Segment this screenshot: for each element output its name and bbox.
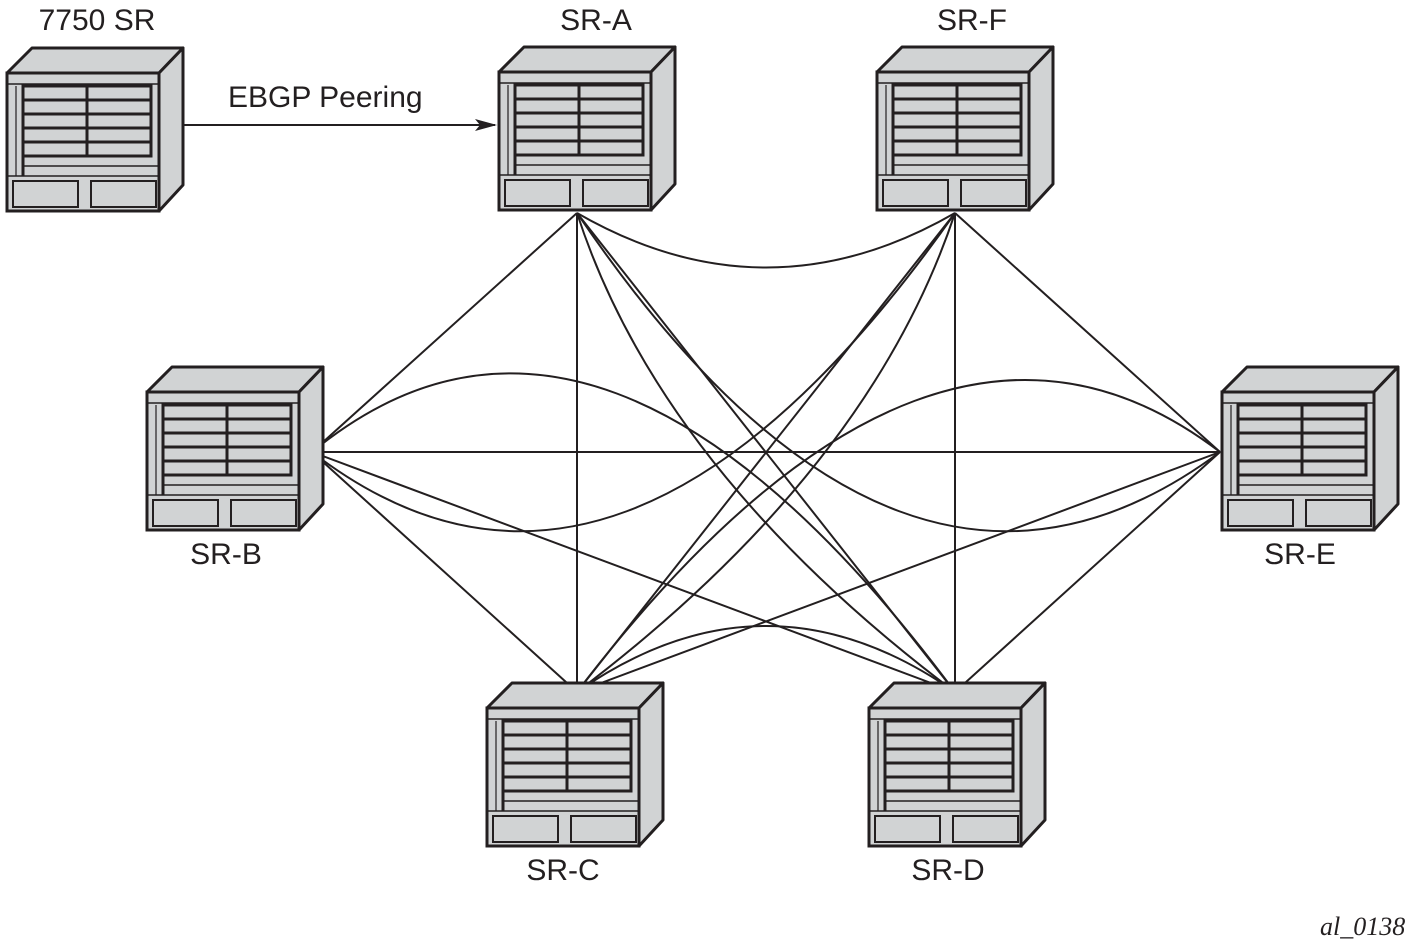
label-7750-sr: 7750 SR [38,4,156,37]
label-sr-c: SR-C [526,854,600,887]
label-sr-b: SR-B [190,538,262,571]
router-icon-f [875,45,1055,212]
router-icon-c [485,681,665,848]
link-e-a [576,212,1221,533]
router-icon-b [145,365,325,532]
link-e-c [576,451,1221,693]
link-f-e [954,212,1221,453]
label-sr-f: SR-F [937,4,1007,37]
label-sr-d: SR-D [911,854,985,887]
label-sr-a: SR-A [560,4,632,37]
link-e-d [954,451,1221,693]
link-f-c [576,212,956,693]
link-b-d [311,451,956,693]
label-sr-e: SR-E [1264,538,1336,571]
ebgp-peering-label: EBGP Peering [228,81,423,114]
link-b-c [311,451,578,693]
router-icon-d [867,681,1047,848]
link-a-d [576,212,956,693]
link-e-c [576,379,1221,693]
link-b-f [311,212,956,533]
link-b-d [311,372,956,693]
link-c-d [576,625,956,693]
link-a-b [311,212,578,453]
router-icon-a [497,45,677,212]
link-a-f [576,212,956,269]
figure-id: al_0138 [1320,912,1406,941]
router-icon-ext [5,46,185,213]
router-icon-e [1220,365,1400,532]
